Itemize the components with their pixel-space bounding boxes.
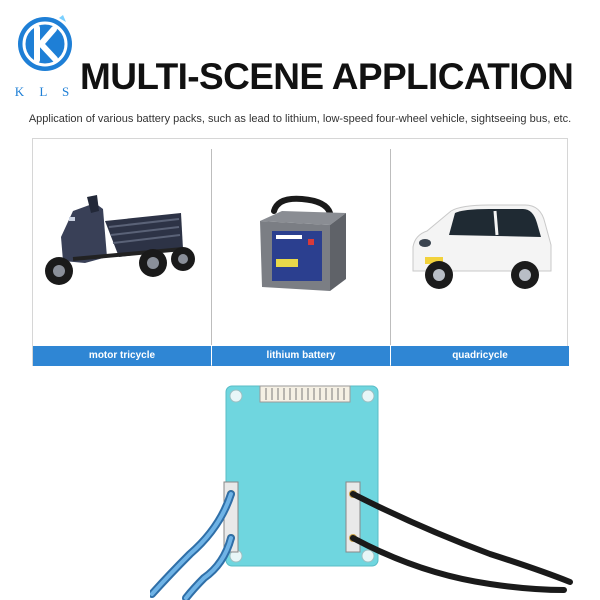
kls-logo-icon: [18, 15, 72, 71]
quadricycle-image: [412, 204, 552, 289]
bms-board-image: [150, 385, 573, 600]
scene-label-lithium-battery: lithium battery: [212, 346, 390, 366]
scene-lithium-battery: lithium battery: [212, 139, 390, 366]
lithium-battery-image: [260, 195, 346, 291]
scene-divider: [390, 149, 391, 345]
page-title: MULTI-SCENE APPLICATION: [80, 56, 574, 97]
brand-letters: K L S: [14, 84, 76, 99]
scene-divider: [211, 149, 212, 345]
motor-tricycle-image: [45, 195, 195, 285]
scenes-panel: motor tricycle lithium battery: [32, 138, 569, 366]
brand-logo: K L S: [14, 12, 76, 99]
scene-label-motor-tricycle: motor tricycle: [33, 346, 211, 366]
page-subtitle: Application of various battery packs, su…: [28, 113, 572, 125]
scene-quadricycle: quadricycle: [391, 139, 569, 366]
scene-label-quadricycle: quadricycle: [391, 346, 569, 366]
scene-motor-tricycle: motor tricycle: [33, 139, 211, 366]
